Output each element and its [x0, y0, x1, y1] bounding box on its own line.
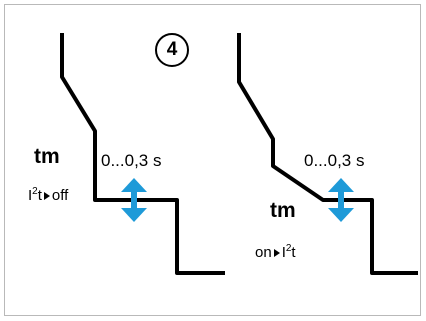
left-trip-curve [60, 33, 225, 275]
triangle-right-icon [273, 248, 280, 257]
step-number: 4 [166, 39, 178, 60]
triangle-right-icon [43, 191, 50, 200]
right-adjust-arrow-icon [328, 178, 354, 222]
left-time-range: 0...0,3 s [101, 151, 162, 170]
left-adjust-arrow-icon [121, 178, 147, 222]
right-trip-curve [237, 33, 418, 275]
diagram-frame [4, 4, 421, 316]
right-time-range: 0...0,3 s [304, 151, 365, 170]
step-number-badge: 4 [155, 33, 189, 67]
right-tm-label: tm [270, 199, 296, 222]
left-tm-label: tm [34, 145, 60, 168]
